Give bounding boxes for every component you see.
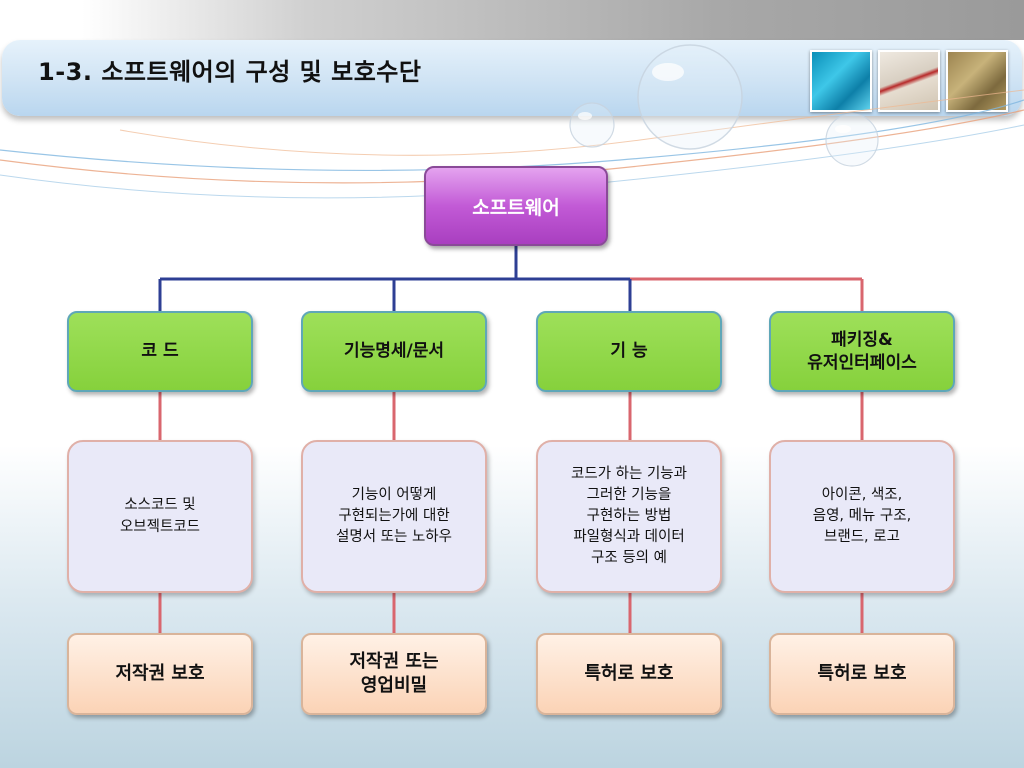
protection-label: 특허로 보호 — [584, 662, 674, 684]
protection-label: 특허로 보호 — [817, 662, 907, 684]
page-title: 1-3. 소프트웨어의 구성 및 보호수단 — [38, 58, 422, 86]
root-node-software: 소프트웨어 — [424, 166, 608, 246]
protection-node-spec-docs: 저작권 또는 영업비밀 — [301, 633, 487, 715]
protection-label: 저작권 보호 — [115, 662, 205, 684]
description-node-spec-docs: 기능이 어떻게 구현되는가에 대한 설명서 또는 노하우 — [301, 440, 487, 593]
category-node-code: 코 드 — [67, 311, 253, 392]
thumbnail-blue-fabric-image — [810, 50, 872, 112]
protection-node-function: 특허로 보호 — [536, 633, 722, 715]
protection-node-code: 저작권 보호 — [67, 633, 253, 715]
thumbnail-brown-texture-image — [946, 50, 1008, 112]
tree-connectors — [158, 246, 864, 633]
category-label: 기 능 — [610, 341, 648, 362]
bubble-decoration — [569, 44, 879, 167]
description-text: 아이콘, 색조, 음영, 메뉴 구조, 브랜드, 로고 — [812, 486, 912, 545]
category-node-function: 기 능 — [536, 311, 722, 392]
category-node-spec-docs: 기능명세/문서 — [301, 311, 487, 392]
description-text: 소스코드 및 오브젝트코드 — [119, 497, 201, 535]
category-label: 패키징& 유저인터페이스 — [807, 329, 917, 373]
protection-label: 저작권 또는 영업비밀 — [349, 650, 439, 696]
description-text: 코드가 하는 기능과 그러한 기능을 구현하는 방법 파일형식과 데이터 구조 … — [571, 465, 687, 567]
category-node-packaging-ui: 패키징& 유저인터페이스 — [769, 311, 955, 392]
top-gradient-band — [0, 0, 1024, 40]
root-node-label: 소프트웨어 — [472, 196, 560, 219]
category-label: 코 드 — [141, 341, 179, 362]
description-text: 기능이 어떻게 구현되는가에 대한 설명서 또는 노하우 — [336, 486, 452, 545]
description-node-packaging-ui: 아이콘, 색조, 음영, 메뉴 구조, 브랜드, 로고 — [769, 440, 955, 593]
category-label: 기능명세/문서 — [343, 341, 445, 362]
description-node-function: 코드가 하는 기능과 그러한 기능을 구현하는 방법 파일형식과 데이터 구조 … — [536, 440, 722, 593]
description-node-code: 소스코드 및 오브젝트코드 — [67, 440, 253, 593]
protection-node-packaging-ui: 특허로 보호 — [769, 633, 955, 715]
